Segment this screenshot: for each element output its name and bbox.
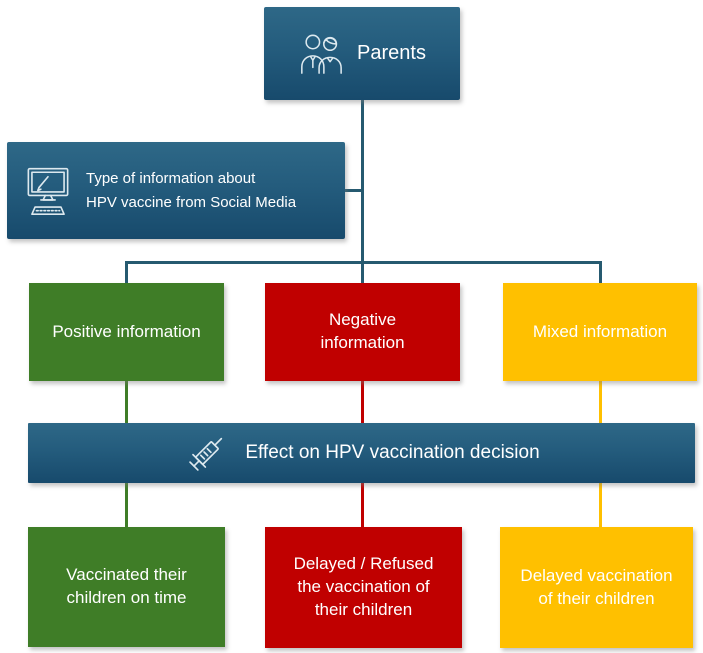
- connector-stub-mixed: [599, 261, 602, 284]
- syringe-icon: [183, 429, 231, 477]
- parents-node: Parents: [264, 7, 460, 100]
- delayed-vaccination-label: Delayed vaccination of their children: [520, 565, 673, 608]
- vaccinated-on-time-node: Vaccinated their children on time: [28, 527, 225, 647]
- computer-icon: [23, 165, 73, 217]
- positive-information-label: Positive information: [52, 321, 201, 341]
- social-media-info-node: Type of information about HPV vaccine fr…: [7, 142, 345, 239]
- vaccinated-on-time-label: Vaccinated their children on time: [66, 565, 187, 607]
- negative-information-node: Negative information: [265, 283, 460, 381]
- social-media-label: Type of information about HPV vaccine fr…: [86, 169, 297, 211]
- effect-banner-node: Effect on HPV vaccination decision: [28, 423, 695, 483]
- effect-banner-label: Effect on HPV vaccination decision: [245, 442, 540, 464]
- negative-information-label: Negative information: [320, 310, 405, 352]
- parents-icon: [298, 30, 344, 78]
- mixed-information-label: Mixed information: [532, 321, 668, 341]
- delayed-vaccination-node: Delayed vaccination of their children: [500, 527, 693, 648]
- delayed-refused-node: Delayed / Refused the vaccination of the…: [265, 527, 462, 648]
- connector-social-to-trunk: [344, 189, 363, 192]
- positive-information-node: Positive information: [29, 283, 224, 381]
- connector-parents-to-branch: [361, 100, 364, 264]
- parents-label: Parents: [357, 42, 426, 64]
- connector-stub-negative: [361, 261, 364, 284]
- connector-stub-positive: [125, 261, 128, 284]
- mixed-information-node: Mixed information: [503, 283, 697, 381]
- delayed-refused-label: Delayed / Refused the vaccination of the…: [293, 554, 434, 619]
